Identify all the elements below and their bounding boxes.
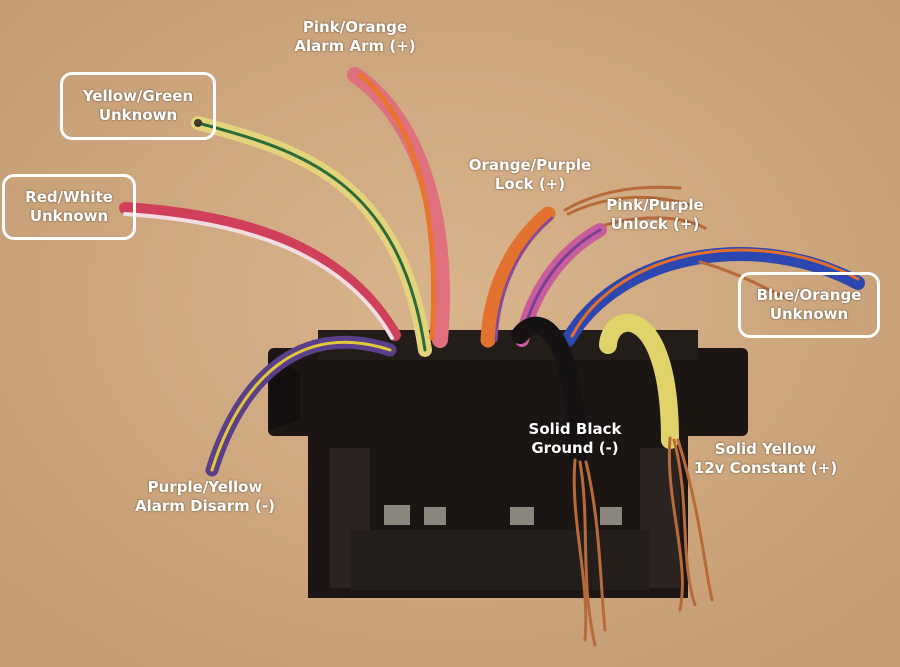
label-solid-black: Solid Black Ground (-) — [515, 420, 635, 458]
label-purple-yellow: Purple/Yellow Alarm Disarm (-) — [120, 478, 290, 516]
terminal-slot — [424, 507, 446, 525]
label-purple-yellow-line1: Purple/Yellow — [147, 478, 263, 496]
label-solid-black-line2: Ground (-) — [531, 439, 619, 457]
label-pink-orange-line2: Alarm Arm (+) — [294, 37, 416, 55]
label-purple-yellow-line2: Alarm Disarm (-) — [135, 497, 275, 515]
wire-solid-yellow — [599, 313, 679, 449]
terminal-slot — [384, 505, 410, 525]
wire-orange-purple — [480, 206, 556, 348]
wire-yellow-green — [191, 116, 432, 357]
label-red-white: Red/White Unknown — [2, 174, 136, 240]
label-orange-purple: Orange/Purple Lock (+) — [455, 156, 605, 194]
label-solid-yellow-line1: Solid Yellow — [714, 440, 817, 458]
terminal-slot — [600, 507, 622, 525]
connector-plug — [268, 330, 748, 598]
label-blue-orange-line1: Blue/Orange — [756, 286, 862, 304]
label-solid-yellow: Solid Yellow 12v Constant (+) — [678, 440, 853, 478]
wire-red-white — [119, 202, 401, 341]
wire-purple-yellow — [205, 335, 397, 477]
label-blue-orange-line2: Unknown — [769, 305, 849, 323]
label-solid-black-line1: Solid Black — [528, 420, 622, 438]
label-pink-orange: Pink/Orange Alarm Arm (+) — [285, 18, 425, 56]
label-red-white-line1: Red/White — [25, 188, 113, 206]
wire-solid-black — [511, 316, 587, 469]
label-yellow-green-line2: Unknown — [98, 106, 178, 124]
label-pink-purple-line1: Pink/Purple — [606, 196, 704, 214]
terminal-slot — [510, 507, 534, 525]
label-red-white-line2: Unknown — [29, 207, 109, 225]
wire-end-yellow-green — [194, 119, 202, 127]
wire-blue-orange — [561, 247, 865, 347]
label-pink-orange-line1: Pink/Orange — [302, 18, 408, 36]
label-orange-purple-line1: Orange/Purple — [468, 156, 592, 174]
label-solid-yellow-line2: 12v Constant (+) — [693, 459, 838, 477]
label-orange-purple-line2: Lock (+) — [494, 175, 566, 193]
label-pink-purple: Pink/Purple Unlock (+) — [590, 196, 720, 234]
label-yellow-green: Yellow/Green Unknown — [60, 72, 216, 140]
wire-pink-orange — [347, 67, 450, 348]
label-pink-purple-line2: Unlock (+) — [610, 215, 700, 233]
label-yellow-green-line1: Yellow/Green — [82, 87, 194, 105]
label-blue-orange: Blue/Orange Unknown — [738, 272, 880, 338]
